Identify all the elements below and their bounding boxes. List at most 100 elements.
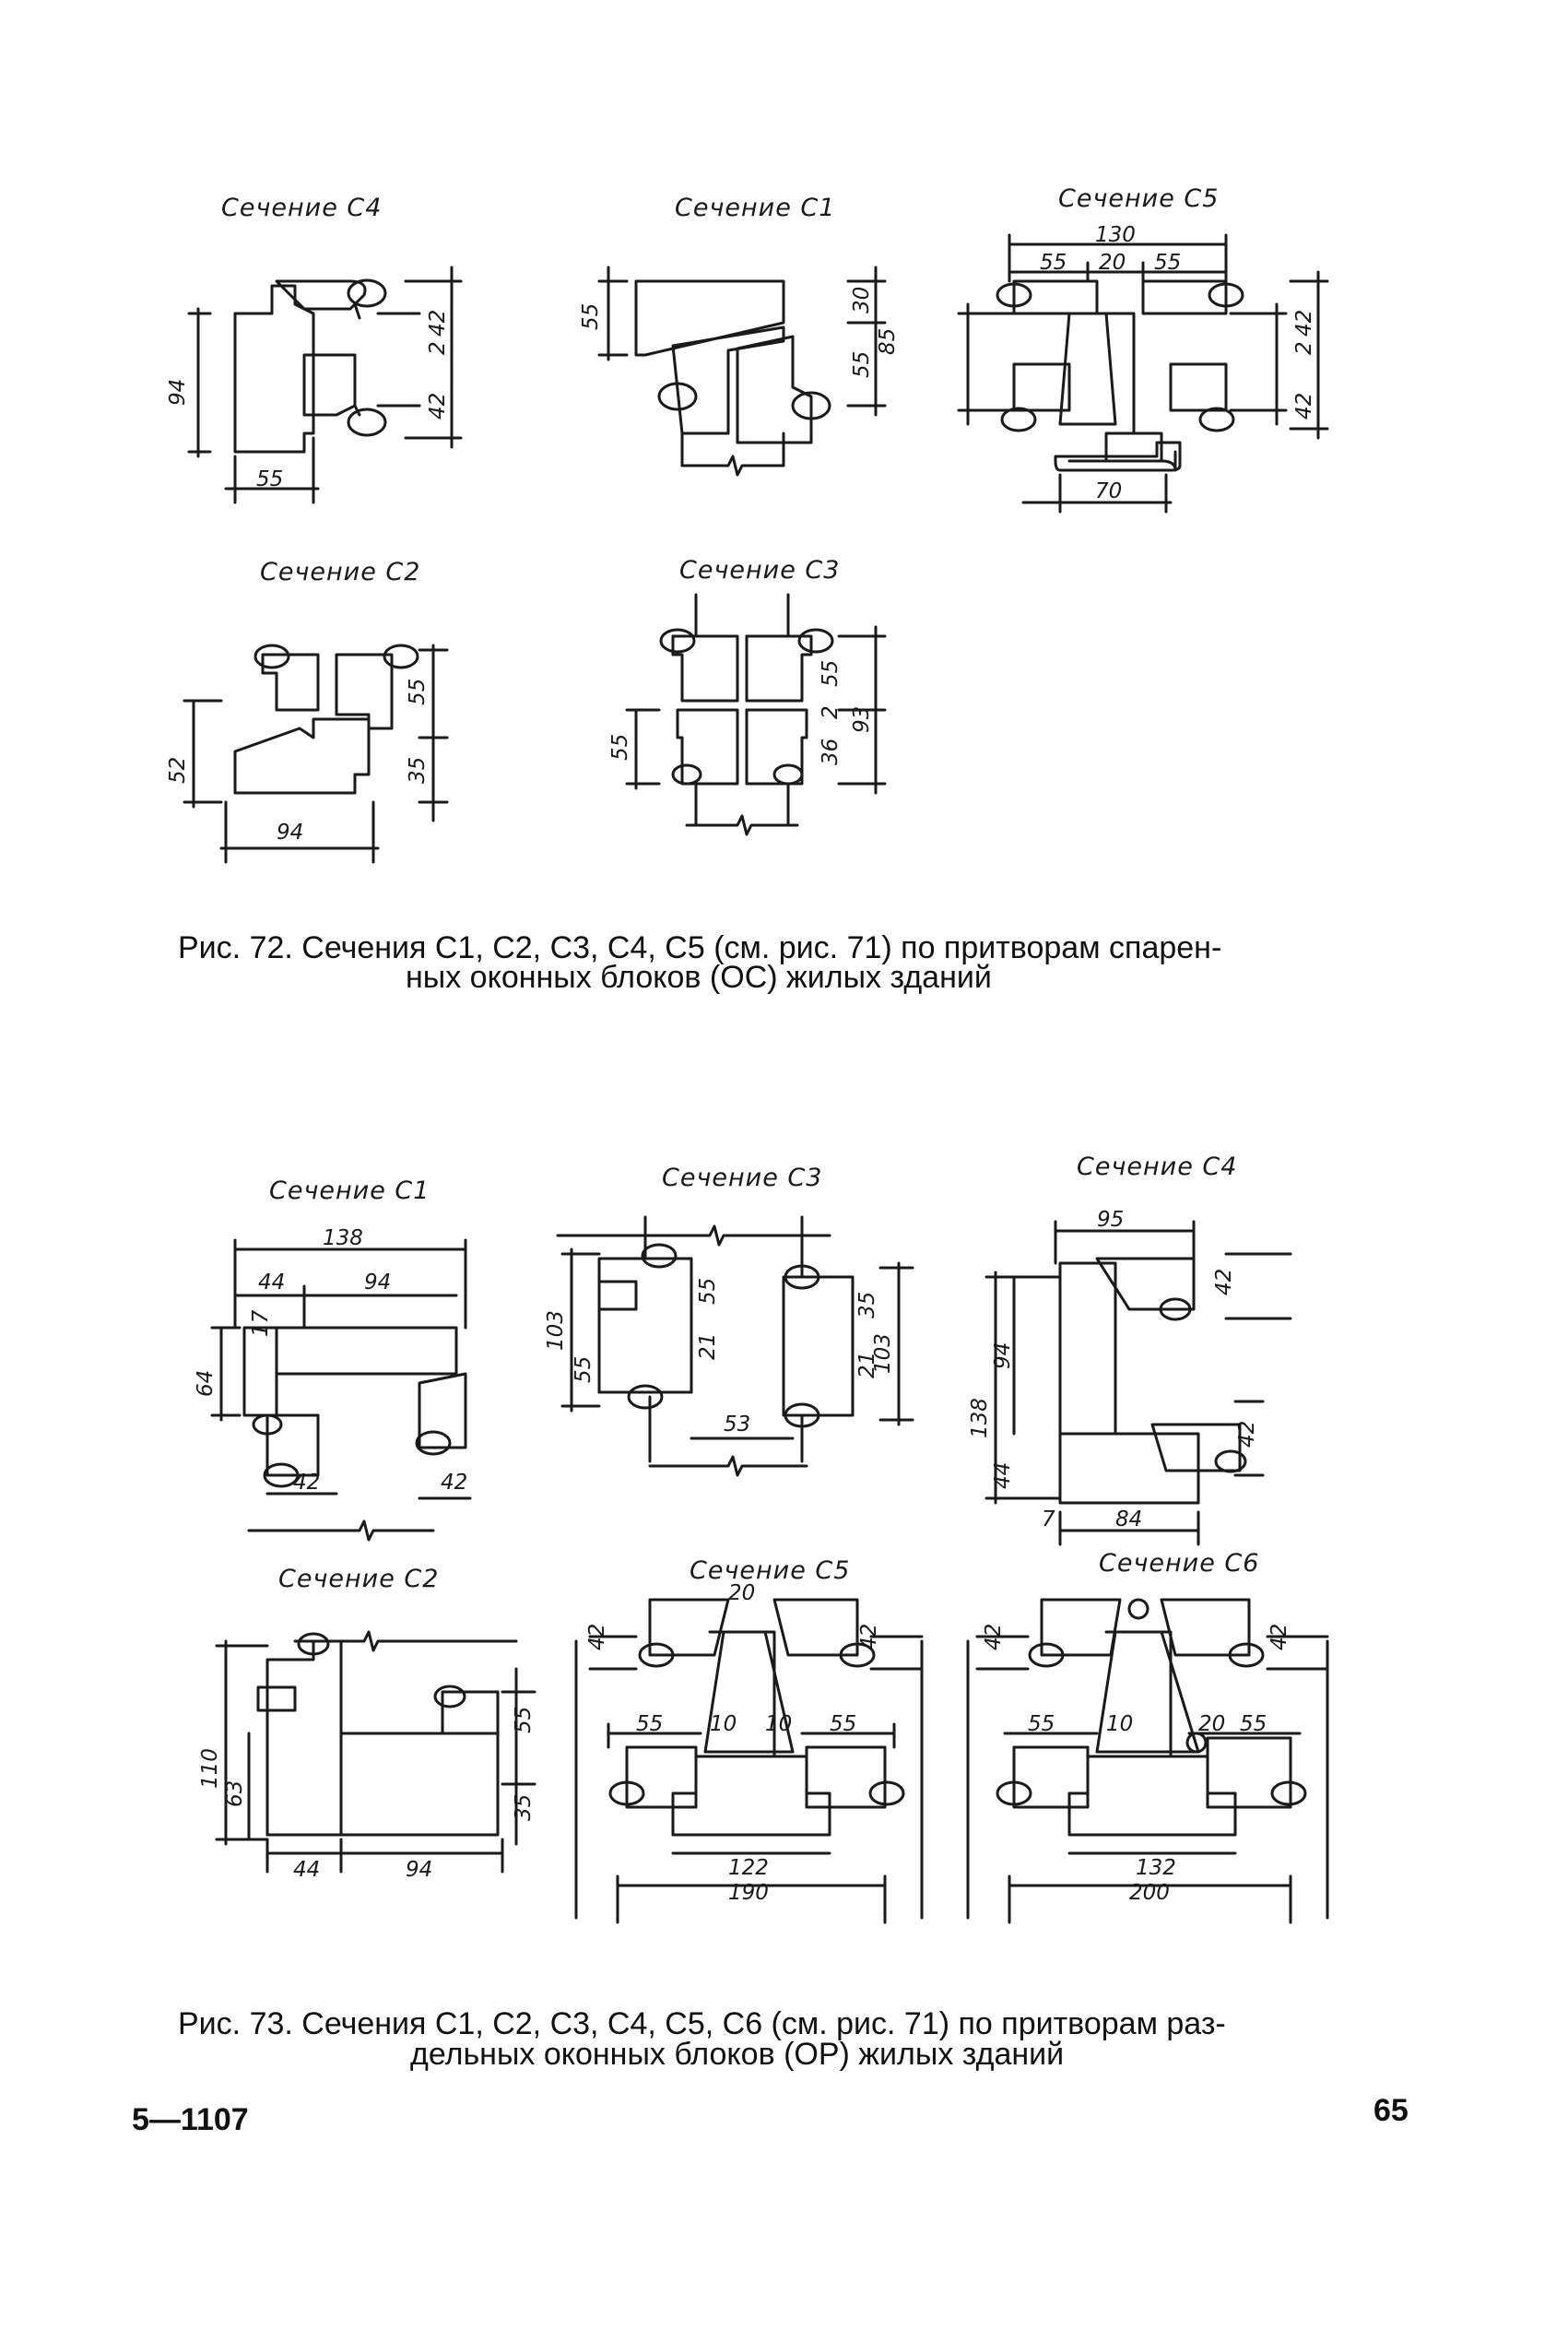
dim-label: 94 — [406, 1858, 432, 1882]
fig73-c1-title: Сечение С1 — [269, 1176, 430, 1205]
dim-label: 70 — [1095, 479, 1122, 503]
dim-label: 64 — [194, 1370, 218, 1397]
dim-label: 200 — [1129, 1881, 1170, 1905]
signature-mark: 5—1107 — [132, 2102, 249, 2137]
dim-label: 94 — [166, 379, 190, 406]
fig73-caption-line2: дельных оконных блоков (ОР) жилых зданий — [410, 2037, 1065, 2072]
fig73-c4-drawing — [984, 1220, 1292, 1546]
dim-label: 20 — [1198, 1712, 1225, 1736]
dim-label: 10 — [710, 1712, 737, 1736]
dim-label: 55 — [256, 467, 283, 491]
dim-label: 17 — [249, 1309, 273, 1337]
dim-label: 7 — [1042, 1507, 1055, 1531]
fig72-c3-drawing — [625, 593, 887, 836]
dim-label: 190 — [728, 1881, 769, 1905]
dim-label: 53 — [724, 1413, 750, 1437]
dim-label: 52 — [166, 757, 190, 784]
dim-label: 94 — [364, 1271, 391, 1295]
dim-label: 55 — [572, 1356, 595, 1383]
dim-label: 42 — [441, 1471, 467, 1495]
fig72-c2-drawing — [183, 644, 449, 864]
dim-label: 94 — [991, 1342, 1015, 1369]
dim-label: 42 — [857, 1624, 881, 1650]
dim-label: 42 — [1235, 1421, 1259, 1448]
dim-label: 42 — [1212, 1269, 1236, 1295]
dim-label: 10 — [1106, 1712, 1133, 1736]
fig72-c1-drawing — [597, 266, 887, 477]
dim-label: 55 — [1040, 251, 1067, 275]
dim-label: 42 — [1292, 310, 1316, 337]
page-number: 65 — [1373, 2093, 1409, 2128]
fig73-caption-line1: Рис. 73. Сечения С1, С2, С3, С4, С5, С6 … — [178, 2006, 1226, 2041]
fig72-caption-line1: Рис. 72. Сечения С1, С2, С3, С4, С5 (см.… — [178, 930, 1222, 965]
dim-label: 55 — [636, 1712, 663, 1736]
fig73-c5-drawing — [574, 1598, 924, 1924]
dim-label: 132 — [1136, 1856, 1176, 1880]
dim-label: 138 — [968, 1398, 992, 1438]
dim-label: 20 — [728, 1581, 755, 1605]
dim-label: 42 — [426, 310, 450, 337]
dim-label: 55 — [579, 303, 603, 330]
dim-label: 55 — [406, 679, 430, 705]
dim-label: 35 — [512, 1794, 536, 1821]
fig72-c2-title: Сечение С2 — [260, 558, 421, 586]
fig73-c6-drawing — [966, 1598, 1329, 1924]
dim-label: 44 — [991, 1462, 1015, 1489]
dim-label: 21 — [855, 1352, 879, 1378]
dim-label: 94 — [277, 821, 303, 845]
dim-label: 138 — [323, 1226, 363, 1250]
dim-label: 122 — [728, 1856, 769, 1880]
fig73-c2-title: Сечение С2 — [278, 1565, 440, 1593]
dim-label: 42 — [585, 1624, 609, 1650]
dim-label: 42 — [293, 1471, 320, 1495]
dim-label: 103 — [544, 1310, 568, 1351]
dim-label: 55 — [819, 660, 843, 687]
fig72-caption-line2: ных оконных блоков (ОС) жилых зданий — [406, 960, 992, 995]
dim-label: 35 — [855, 1292, 879, 1318]
dim-label: 42 — [1292, 393, 1316, 420]
fig72-c3-title: Сечение С3 — [679, 556, 841, 585]
dim-label: 44 — [293, 1858, 320, 1882]
dim-label: 55 — [1154, 251, 1181, 275]
fig72-c4-title: Сечение С4 — [221, 194, 383, 222]
fig72-c4-drawing — [187, 266, 463, 504]
dim-label: 63 — [223, 1780, 247, 1807]
fig72-c5-drawing — [957, 233, 1329, 514]
dim-label: 44 — [258, 1271, 285, 1295]
fig73-c6-title: Сечение С6 — [1099, 1549, 1260, 1578]
dim-label: 55 — [1240, 1712, 1267, 1736]
dim-label: 95 — [1097, 1208, 1124, 1232]
dim-label: 10 — [765, 1712, 792, 1736]
dim-label: 55 — [696, 1278, 720, 1305]
dim-label: 42 — [1267, 1624, 1291, 1650]
dim-label: 55 — [1028, 1712, 1055, 1736]
dim-label: 42 — [426, 393, 450, 420]
dim-label: 84 — [1115, 1507, 1142, 1531]
fig73-c3-title: Сечение С3 — [662, 1164, 823, 1192]
dim-label: 42 — [982, 1624, 1006, 1650]
dim-label: 55 — [512, 1707, 536, 1733]
dim-label: 93 — [850, 706, 874, 733]
fig73-c5-title: Сечение С5 — [690, 1556, 851, 1585]
fig73-c4-title: Сечение С4 — [1077, 1153, 1238, 1181]
dim-label: 30 — [850, 287, 874, 313]
dim-label: 2 — [1292, 341, 1316, 355]
dim-label: 130 — [1095, 223, 1136, 247]
dim-label: 36 — [819, 739, 843, 765]
dim-label: 110 — [198, 1748, 222, 1789]
dim-label: 21 — [696, 1333, 720, 1360]
dim-label: 55 — [608, 734, 632, 761]
fig73-c3-drawing — [556, 1215, 914, 1477]
dim-label: 55 — [850, 351, 874, 378]
dim-label: 2 — [819, 705, 843, 719]
dim-label: 20 — [1099, 251, 1126, 275]
dim-label: 103 — [871, 1333, 895, 1374]
dim-label: 85 — [876, 328, 900, 355]
fig73-c1-drawing — [210, 1238, 472, 1542]
fig72-c5-title: Сечение С5 — [1058, 184, 1220, 213]
fig73-c2-drawing — [215, 1630, 536, 1874]
dim-label: 35 — [406, 757, 430, 784]
fig72-c1-title: Сечение С1 — [675, 194, 836, 222]
dim-label: 2 — [426, 341, 450, 355]
